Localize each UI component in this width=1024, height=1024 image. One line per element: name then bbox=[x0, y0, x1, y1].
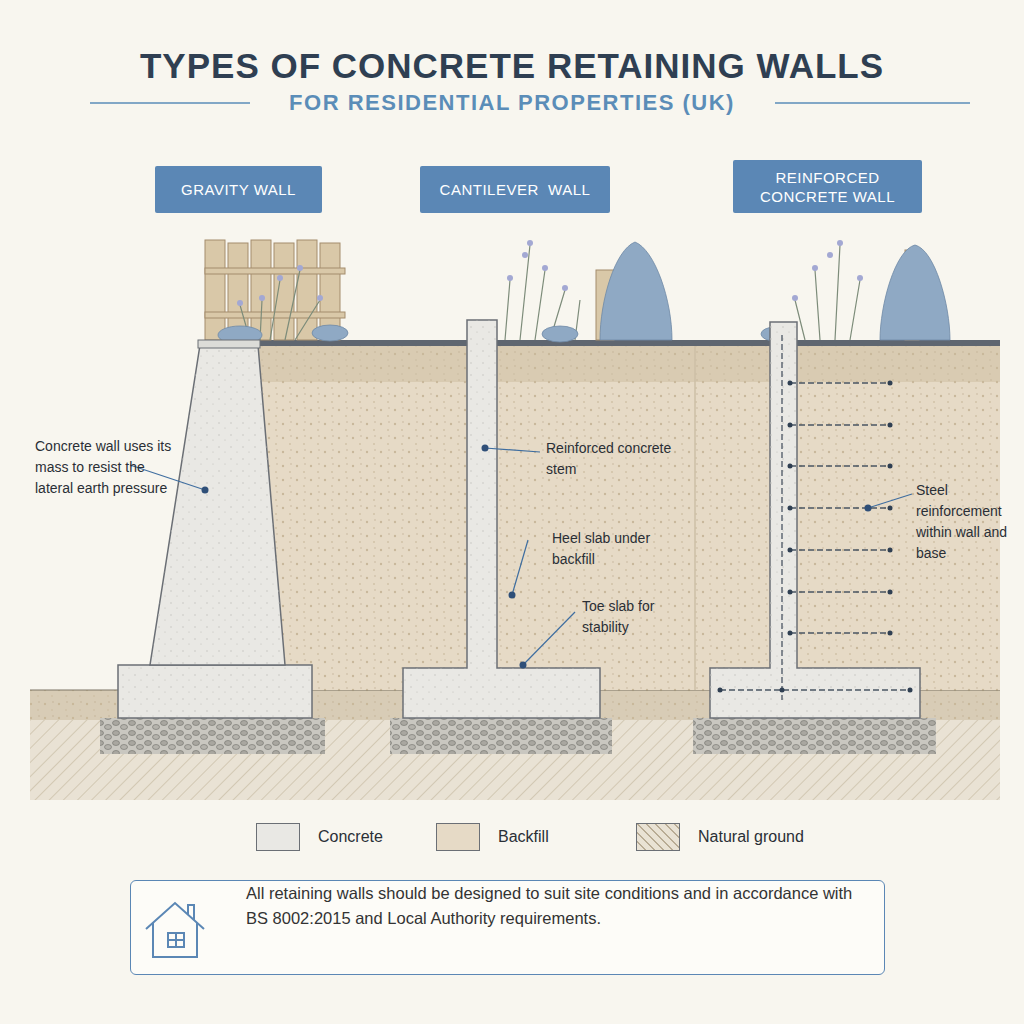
annotation: Reinforced concrete stem bbox=[546, 438, 686, 480]
legend-swatch bbox=[636, 823, 680, 851]
node-text: All retaining walls should be designed t… bbox=[246, 881, 864, 931]
node-text: GRAVITY WALL bbox=[181, 181, 296, 198]
annotation: Steel reinforcement within wall and base bbox=[916, 480, 1021, 564]
house-icon bbox=[140, 895, 210, 965]
annotation: Concrete wall uses its mass to resist th… bbox=[35, 436, 180, 499]
legend-text: Concrete bbox=[318, 828, 383, 846]
annotation: Heel slab under backfill bbox=[552, 528, 692, 570]
note-box: All retaining walls should be designed t… bbox=[130, 880, 885, 975]
legend-text: Backfill bbox=[498, 828, 549, 846]
wall-type-header: GRAVITY WALL bbox=[155, 166, 322, 213]
wall-type-header: REINFORCED CONCRETE WALL bbox=[733, 160, 922, 213]
annotation: Toe slab for stability bbox=[582, 596, 692, 638]
wall-type-header: CANTILEVER WALL bbox=[420, 166, 610, 213]
node-text: CANTILEVER WALL bbox=[440, 181, 591, 198]
legend-text: Natural ground bbox=[698, 828, 804, 846]
legend-swatch bbox=[256, 823, 300, 851]
node-text: REINFORCED CONCRETE WALL bbox=[747, 168, 908, 206]
title: TYPES OF CONCRETE RETAINING WALLS bbox=[0, 46, 1024, 86]
subtitle: FOR RESIDENTIAL PROPERTIES (UK) bbox=[262, 90, 762, 116]
legend-swatch bbox=[436, 823, 480, 851]
